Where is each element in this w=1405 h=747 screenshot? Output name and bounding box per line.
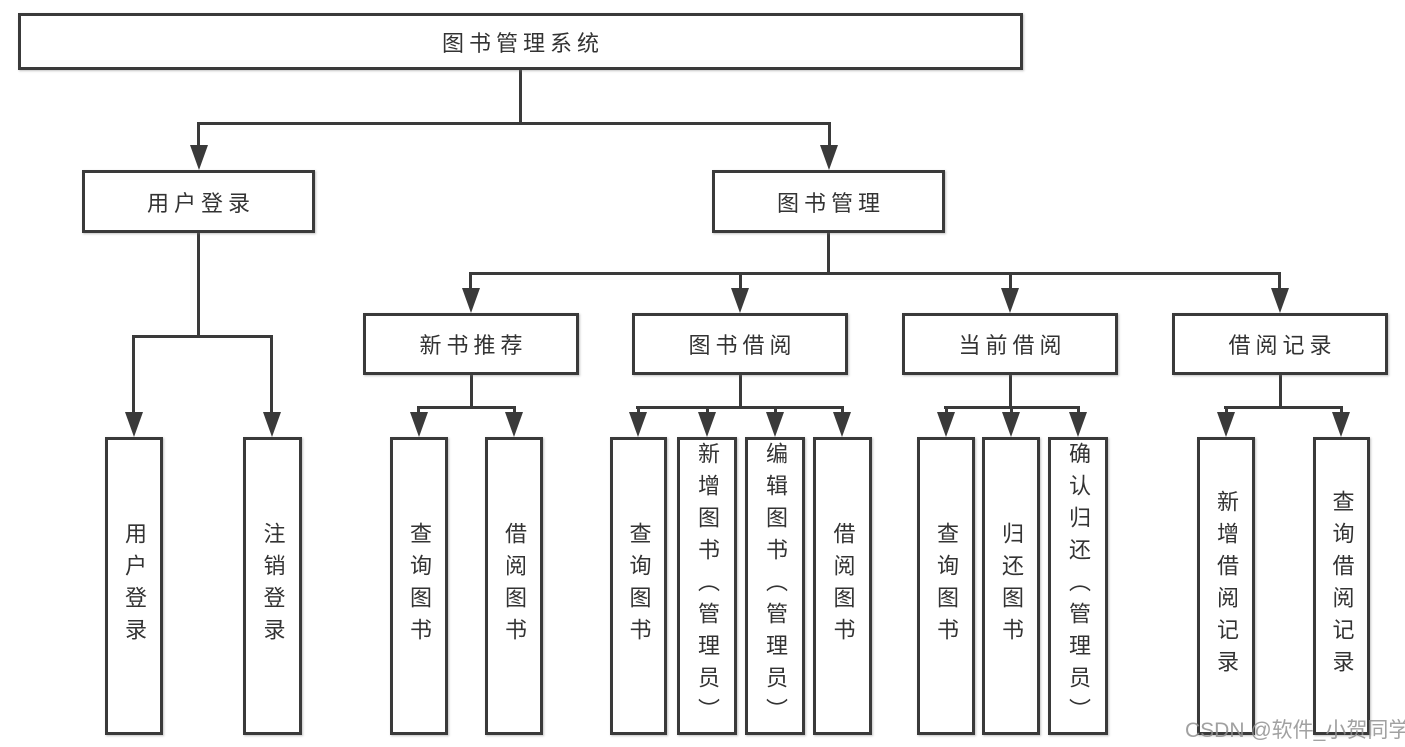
- leaf-return-books: 归还图书: [982, 437, 1040, 735]
- arrow-head: [698, 412, 716, 437]
- connector-drop-leaf-logout: [270, 335, 273, 412]
- leaf-add-borrow-record-label: 新增借阅记录: [1214, 490, 1239, 682]
- leaf-user-login-label: 用户登录: [122, 522, 147, 650]
- leaf-borrow-books: 借阅图书: [813, 437, 872, 735]
- connector-drop: [1077, 406, 1080, 412]
- connector-borrow-records-leaf-rail: [1224, 406, 1343, 409]
- node-user-login: 用户登录: [82, 170, 315, 233]
- leaf-query-books-recommend: 查询图书: [390, 437, 448, 735]
- node-new-book-recommend-label: 新书推荐: [419, 333, 528, 358]
- node-root-label: 图书管理系统: [441, 30, 604, 56]
- node-book-management: 图书管理: [712, 170, 945, 233]
- arrow-head: [937, 412, 955, 437]
- node-book-borrow-label: 图书借阅: [688, 333, 797, 358]
- leaf-add-books-admin-label: 新增图书（管理员）: [695, 442, 720, 730]
- arrow-head: [1002, 412, 1020, 437]
- arrow-head: [1332, 412, 1350, 437]
- connector-book-management-rail: [469, 272, 1281, 275]
- arrow-head: [462, 288, 480, 313]
- arrow-head: [731, 288, 749, 313]
- leaf-confirm-return-admin-label: 确认归还（管理员）: [1066, 442, 1091, 730]
- connector-book-borrow-leaf-rail: [636, 406, 844, 409]
- leaf-logout-login-label: 注销登录: [260, 522, 286, 650]
- arrow-head: [833, 412, 851, 437]
- connector-root-stem: [519, 70, 522, 122]
- connector-book-management-stem: [827, 233, 830, 275]
- arrow-head: [1217, 412, 1235, 437]
- connector-drop: [945, 406, 948, 412]
- connector-drop: [417, 406, 420, 412]
- arrow-head: [1069, 412, 1087, 437]
- connector-drop-new-book-recommend: [469, 272, 472, 288]
- leaf-query-books-recommend-label: 查询图书: [407, 522, 432, 650]
- connector-drop: [637, 406, 640, 412]
- connector-user-login-rail: [132, 335, 273, 338]
- node-new-book-recommend: 新书推荐: [363, 313, 579, 375]
- leaf-add-books-admin: 新增图书（管理员）: [677, 437, 737, 735]
- arrow-head: [766, 412, 784, 437]
- connector-recommend-stem: [470, 375, 473, 409]
- connector-drop: [774, 406, 777, 412]
- connector-drop-book-borrow: [739, 272, 742, 288]
- arrow-head: [410, 412, 428, 437]
- connector-drop: [513, 406, 516, 412]
- csdn-watermark: CSDN @软件_小贺同学: [1185, 719, 1405, 742]
- connector-drop: [1340, 406, 1343, 412]
- connector-drop: [841, 406, 844, 412]
- leaf-query-books-borrow: 查询图书: [610, 437, 667, 735]
- leaf-query-books-current: 查询图书: [917, 437, 975, 735]
- arrow-head: [629, 412, 647, 437]
- node-borrow-records: 借阅记录: [1172, 313, 1388, 375]
- leaf-add-borrow-record: 新增借阅记录: [1197, 437, 1255, 735]
- node-user-login-label: 用户登录: [146, 190, 255, 216]
- connector-drop-user-login: [197, 122, 200, 145]
- node-borrow-records-label: 借阅记录: [1228, 333, 1337, 358]
- node-root: 图书管理系统: [18, 13, 1023, 70]
- connector-book-borrow-leaf-stem: [739, 375, 742, 409]
- node-current-borrow: 当前借阅: [902, 313, 1118, 375]
- arrow-head: [263, 412, 281, 437]
- connector-borrow-records-leaf-stem: [1279, 375, 1282, 409]
- leaf-user-login: 用户登录: [105, 437, 163, 735]
- connector-drop: [706, 406, 709, 412]
- arrow-head: [190, 145, 208, 170]
- arrow-head: [125, 412, 143, 437]
- arrow-head: [1271, 288, 1289, 313]
- arrow-head: [505, 412, 523, 437]
- connector-drop: [1225, 406, 1228, 412]
- connector-drop: [1010, 406, 1013, 412]
- connector-recommend-rail: [417, 406, 516, 409]
- leaf-borrow-books-recommend-label: 借阅图书: [502, 522, 527, 650]
- leaf-query-borrow-record: 查询借阅记录: [1313, 437, 1370, 735]
- connector-drop-leaf-user-login: [132, 335, 135, 412]
- connector-root-rail: [197, 122, 831, 125]
- leaf-edit-books-admin: 编辑图书（管理员）: [745, 437, 805, 735]
- connector-drop-borrow-records: [1278, 272, 1281, 288]
- connector-drop-book-management: [828, 122, 831, 145]
- node-book-borrow: 图书借阅: [632, 313, 848, 375]
- leaf-borrow-books-recommend: 借阅图书: [485, 437, 543, 735]
- connector-user-login-stem: [197, 233, 200, 338]
- leaf-query-books-current-label: 查询图书: [934, 522, 959, 650]
- connector-current-borrow-leaf-stem: [1009, 375, 1012, 409]
- leaf-borrow-books-label: 借阅图书: [830, 522, 856, 650]
- node-current-borrow-label: 当前借阅: [958, 333, 1067, 358]
- node-book-management-label: 图书管理: [776, 190, 885, 216]
- leaf-edit-books-admin-label: 编辑图书（管理员）: [763, 442, 788, 730]
- arrow-head: [1001, 288, 1019, 313]
- leaf-query-books-borrow-label: 查询图书: [626, 522, 652, 650]
- leaf-return-books-label: 归还图书: [999, 522, 1024, 650]
- arrow-head: [820, 145, 838, 170]
- connector-drop-current-borrow: [1009, 272, 1012, 288]
- leaf-logout-login: 注销登录: [243, 437, 302, 735]
- leaf-confirm-return-admin: 确认归还（管理员）: [1048, 437, 1108, 735]
- leaf-query-borrow-record-label: 查询借阅记录: [1329, 490, 1355, 682]
